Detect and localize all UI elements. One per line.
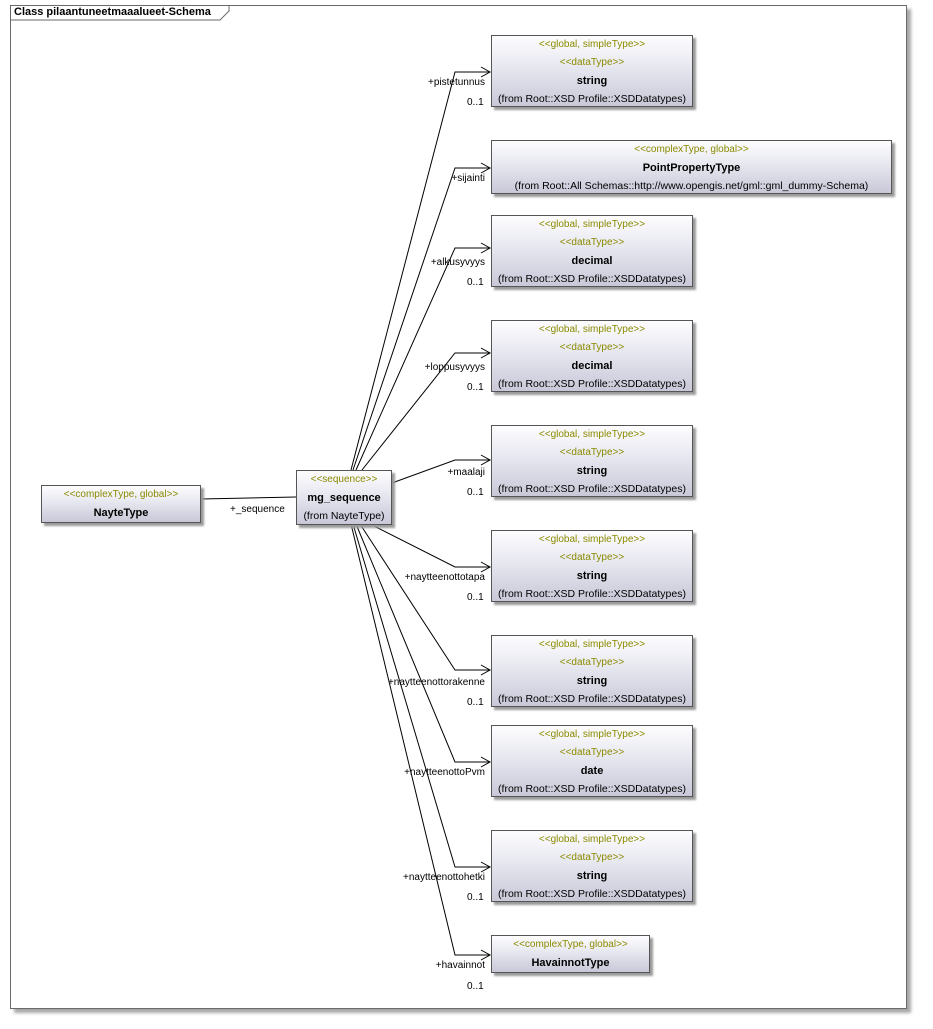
stereotype-label: <<dataType>> (559, 57, 625, 68)
arrowhead-naytteenottoPvm (480, 756, 492, 768)
arrowhead-naytteenottotapa (480, 561, 492, 573)
from-package: (from Root::XSD Profile::XSDDatatypes) (498, 888, 686, 900)
multiplicity-loppusyvyys: 0..1 (467, 382, 484, 393)
link-naytteenottoPvm (355, 523, 490, 763)
link-naytteenottohetki (352, 523, 490, 868)
arrowhead-pistetunnus (480, 66, 492, 78)
role-pistetunnus: +pistetunnus (428, 77, 485, 88)
class-name: mg_sequence (307, 492, 381, 504)
multiplicity-maalaji: 0..1 (467, 487, 484, 498)
class-name: string (576, 675, 608, 687)
role-maalaji: +maalaji (447, 467, 485, 478)
class-string-naytteenottohetki[interactable]: <<global, simpleType>> <<dataType>> stri… (491, 830, 693, 902)
class-string-pistetunnus[interactable]: <<global, simpleType>> <<dataType>> stri… (491, 35, 693, 107)
stereotype-label: <<dataType>> (559, 237, 625, 248)
arrowhead-naytteenottohetki (480, 861, 492, 873)
class-string-maalaji[interactable]: <<global, simpleType>> <<dataType>> stri… (491, 425, 693, 497)
stereotype-label: <<sequence>> (310, 474, 378, 485)
from-package: (from Root::XSD Profile::XSDDatatypes) (498, 588, 686, 600)
role-havainnot: +havainnot (435, 960, 485, 971)
multiplicity-naytteenottorakenne: 0..1 (467, 697, 484, 708)
class-nayte-type[interactable]: <<complexType, global>> NayteType (41, 485, 201, 523)
multiplicity-alkusyvyys: 0..1 (467, 277, 484, 288)
role-naytteenottotapa: +naytteenottotapa (404, 572, 485, 583)
arrowheads (480, 66, 492, 961)
multiplicity-naytteenottohetki: 0..1 (467, 892, 484, 903)
stereotype-label: <<global, simpleType>> (538, 834, 646, 845)
stereotype-label: <<global, simpleType>> (538, 324, 646, 335)
sequence-link (200, 496, 297, 500)
stereotype-label: <<global, simpleType>> (538, 219, 646, 230)
stereotype-label: <<dataType>> (559, 747, 625, 758)
class-name: date (580, 765, 604, 777)
link-pistetunnus (350, 71, 490, 471)
arrowhead-loppusyvyys (480, 347, 492, 359)
class-name: NayteType (93, 507, 149, 519)
class-name: string (576, 870, 608, 882)
multiplicity-havainnot: 0..1 (467, 981, 484, 992)
stereotype-label: <<global, simpleType>> (538, 639, 646, 650)
class-point-property-type[interactable]: <<complexType, global>> PointPropertyTyp… (491, 140, 892, 194)
class-name: string (576, 75, 608, 87)
arrowhead-naytteenottorakenne (480, 664, 492, 676)
stereotype-label: <<dataType>> (559, 552, 625, 563)
link-loppusyvyys (361, 352, 490, 471)
from-package: (from Root::XSD Profile::XSDDatatypes) (498, 93, 686, 105)
from-package: (from Root::XSD Profile::XSDDatatypes) (498, 693, 686, 705)
link-naytteenottorakenne (359, 523, 490, 671)
stereotype-label: <<global, simpleType>> (538, 429, 646, 440)
from-package: (from Root::All Schemas::http://www.open… (514, 180, 869, 192)
role-loppusyvyys: +loppusyvyys (424, 362, 485, 373)
role-naytteenottohetki: +naytteenottohetki (402, 872, 485, 883)
class-name: HavainnotType (531, 957, 610, 969)
link-naytteenottotapa (369, 523, 490, 568)
role-sequence: +_sequence (230, 504, 285, 515)
link-alkusyvyys (355, 247, 490, 471)
stereotype-label: <<global, simpleType>> (538, 534, 646, 545)
class-mg-sequence[interactable]: <<sequence>> mg_sequence (from NayteType… (296, 470, 392, 525)
stereotype-label: <<global, simpleType>> (538, 729, 646, 740)
arrowhead-alkusyvyys (480, 242, 492, 254)
stereotype-label: <<dataType>> (559, 657, 625, 668)
class-name: string (576, 570, 608, 582)
role-naytteenottorakenne: +naytteenottorakenne (387, 677, 485, 688)
class-name: decimal (571, 360, 613, 372)
diagram-title: Class pilaantuneetmaaalueet-Schema (14, 6, 211, 18)
arrowhead-maalaji (480, 454, 492, 466)
stereotype-label: <<dataType>> (559, 852, 625, 863)
arrowhead-havainnot (480, 949, 492, 961)
class-havainnot-type[interactable]: <<complexType, global>> HavainnotType (491, 935, 650, 973)
link-maalaji (391, 459, 490, 484)
stereotype-label: <<complexType, global>> (63, 489, 179, 500)
class-decimal-loppusyvyys[interactable]: <<global, simpleType>> <<dataType>> deci… (491, 320, 693, 392)
from-package: (from Root::XSD Profile::XSDDatatypes) (498, 483, 686, 495)
role-sijainti: +sijainti (451, 173, 485, 184)
stereotype-label: <<dataType>> (559, 447, 625, 458)
class-name: string (576, 465, 608, 477)
link-havainnot (350, 523, 490, 956)
class-name: decimal (571, 255, 613, 267)
arrowhead-sijainti (480, 162, 492, 174)
class-string-naytteenottotapa[interactable]: <<global, simpleType>> <<dataType>> stri… (491, 530, 693, 602)
role-alkusyvyys: +alkusyvyys (430, 257, 485, 268)
multiplicity-pistetunnus: 0..1 (467, 97, 484, 108)
class-string-naytteenottorakenne[interactable]: <<global, simpleType>> <<dataType>> stri… (491, 635, 693, 707)
from-package: (from Root::XSD Profile::XSDDatatypes) (498, 378, 686, 390)
link-sijainti (352, 167, 490, 471)
class-decimal-alkusyvyys[interactable]: <<global, simpleType>> <<dataType>> deci… (491, 215, 693, 287)
role-naytteenottopvm: +naytteenottoPvm (404, 767, 485, 778)
class-name: PointPropertyType (642, 162, 741, 174)
title-tab-shape (10, 5, 230, 21)
stereotype-label: <<dataType>> (559, 342, 625, 353)
stereotype-label: <<complexType, global>> (634, 144, 749, 155)
stereotype-label: <<complexType, global>> (513, 939, 628, 950)
from-package: (from Root::XSD Profile::XSDDatatypes) (498, 273, 686, 285)
multiplicity-naytteenottotapa: 0..1 (467, 592, 484, 603)
class-date-naytteenottopvm[interactable]: <<global, simpleType>> <<dataType>> date… (491, 725, 693, 797)
from-package: (from NayteType) (303, 510, 385, 522)
stereotype-label: <<global, simpleType>> (538, 39, 646, 50)
from-package: (from Root::XSD Profile::XSDDatatypes) (498, 783, 686, 795)
